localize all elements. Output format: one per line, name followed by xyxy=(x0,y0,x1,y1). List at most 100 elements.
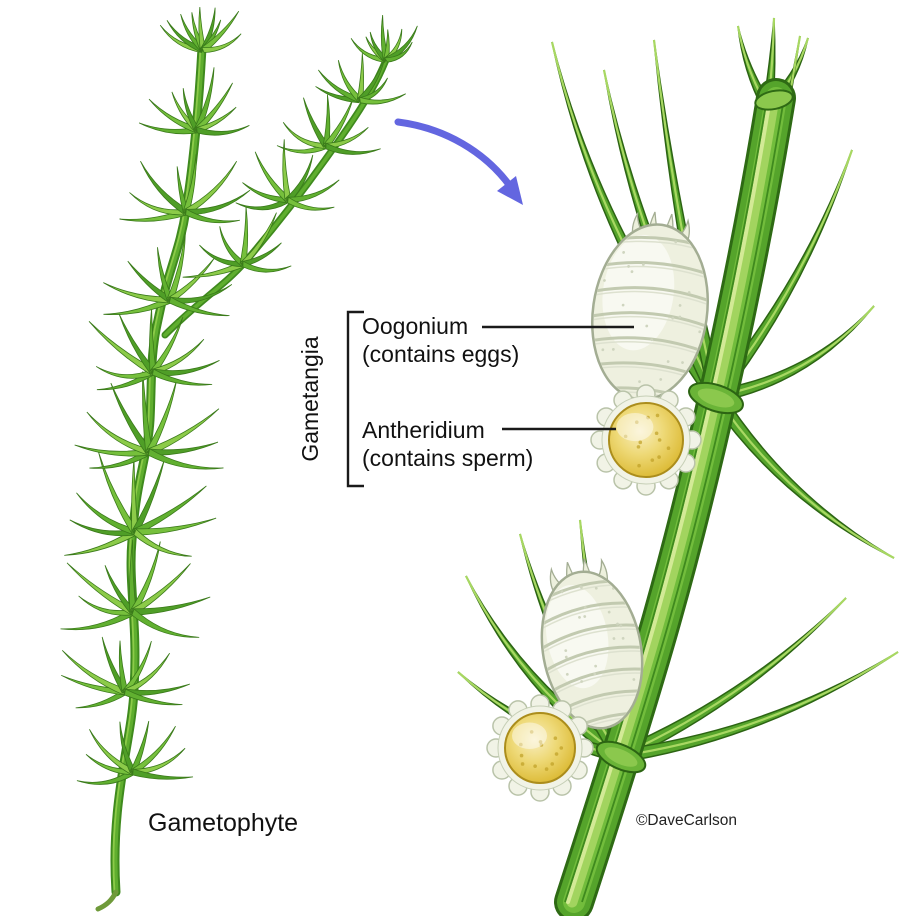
leaf-blade xyxy=(168,284,233,304)
leaf-blade xyxy=(383,41,413,63)
stipple-dot xyxy=(698,330,702,334)
leaf-blade xyxy=(357,77,388,103)
leaf-blade xyxy=(359,93,406,105)
leaf-blade xyxy=(239,206,249,265)
speckle-dot xyxy=(553,736,558,741)
speckle-dot xyxy=(538,740,543,744)
leaf-blade xyxy=(324,127,369,150)
stipple-dot xyxy=(583,606,587,609)
leaf-blade xyxy=(322,94,331,147)
leaf-blade xyxy=(276,142,327,154)
stem-base-tail xyxy=(95,889,119,912)
leaf-blade xyxy=(76,768,134,785)
stipple-dot xyxy=(630,270,634,274)
antheridium-label: Antheridium xyxy=(362,417,485,443)
spiral-ridge-light xyxy=(538,606,635,631)
stipple-dot xyxy=(611,348,615,351)
stipple-dot xyxy=(607,610,611,614)
stipple-dot xyxy=(593,672,597,676)
zoom-arrow-shaft xyxy=(394,118,514,190)
speckle-dot xyxy=(655,413,660,418)
speckle-dot xyxy=(638,440,643,445)
leaf-blade xyxy=(64,528,137,556)
leaf-blade xyxy=(193,82,233,133)
antheridium-ball xyxy=(504,712,576,784)
leaf-blade xyxy=(132,768,194,780)
leaf-vein xyxy=(619,651,899,758)
branch-leaf xyxy=(710,389,895,559)
leaf-blade xyxy=(325,142,381,155)
stem-stroke xyxy=(566,92,780,908)
leaf-blade xyxy=(119,208,187,222)
stipple-dot xyxy=(564,649,568,653)
speckle-dot xyxy=(544,767,549,771)
spiral-ridge xyxy=(541,623,638,650)
stipple-dot xyxy=(578,615,581,619)
antheridium-upper xyxy=(590,384,702,496)
leaf-blade xyxy=(380,14,390,61)
stem-cut-top xyxy=(754,89,794,111)
stipple-dot xyxy=(659,378,663,381)
gametangia-label: Gametangia xyxy=(297,336,323,462)
stipple-dot xyxy=(645,324,649,328)
leaf-blade xyxy=(60,608,135,631)
stem-nodes xyxy=(595,381,744,774)
leaf-blade xyxy=(182,154,197,213)
spiral-ridge-light xyxy=(546,650,643,675)
leaf-blade xyxy=(150,339,205,375)
branch-leaves xyxy=(457,17,899,763)
stipple-dot xyxy=(632,678,636,681)
spiral-ridge xyxy=(591,311,707,328)
speckle-dot xyxy=(519,742,523,747)
leaf-blade xyxy=(133,528,192,557)
spiral-ridge-light xyxy=(594,290,709,306)
stipple-dot xyxy=(638,380,641,384)
leaf-blade xyxy=(88,321,156,376)
zoom-arrowhead-icon xyxy=(497,176,523,205)
oogonium-label: Oogonium xyxy=(362,313,468,339)
leaf-blade xyxy=(185,208,240,224)
leaf-blade xyxy=(142,371,153,453)
leaf-blade xyxy=(85,754,135,776)
leaf-blade xyxy=(119,721,137,774)
ball-highlight xyxy=(616,412,654,442)
stipple-dot xyxy=(603,279,606,282)
leaf-blade xyxy=(127,260,173,303)
leaf-blade xyxy=(242,260,292,273)
leaf-blade xyxy=(103,282,172,304)
speckle-dot xyxy=(550,762,555,766)
leaf-blade xyxy=(199,244,245,268)
leaf-blade xyxy=(151,368,213,386)
leaf-blade xyxy=(69,519,137,537)
speckle-dot xyxy=(657,438,662,442)
leaf-vein xyxy=(619,597,847,758)
leaf-blade xyxy=(129,539,137,613)
stipple-dot xyxy=(594,586,598,590)
speckle-dot xyxy=(636,445,641,449)
stipple-dot xyxy=(579,586,583,589)
leaf-blade xyxy=(198,6,207,51)
leaf-blade xyxy=(242,182,290,204)
leaf-blade xyxy=(132,485,207,536)
leaf-vein xyxy=(465,575,621,757)
leaf-blade xyxy=(86,411,152,456)
speckle-dot xyxy=(637,463,641,468)
spiral-ridge-light xyxy=(542,628,639,653)
leaf-blade xyxy=(194,106,237,133)
stem-ridge-line xyxy=(564,97,768,903)
gametophyte-label: Gametophyte xyxy=(148,809,298,837)
stipple-dot xyxy=(594,664,598,668)
antheridium-ball xyxy=(608,402,684,478)
leaf-blade xyxy=(129,541,161,614)
leaf-blade xyxy=(152,360,220,376)
leaf-blade xyxy=(318,69,363,103)
speckle-dot xyxy=(519,753,524,758)
zoom-arrow xyxy=(394,118,523,205)
speckle-dot xyxy=(539,743,544,747)
gametangia-bracket xyxy=(346,310,364,488)
leaf-blade xyxy=(89,448,151,469)
collar-inner xyxy=(604,747,638,767)
speckle-dot xyxy=(666,446,671,451)
leaf-blade xyxy=(239,212,277,267)
spiral-ridge-light xyxy=(587,340,702,356)
